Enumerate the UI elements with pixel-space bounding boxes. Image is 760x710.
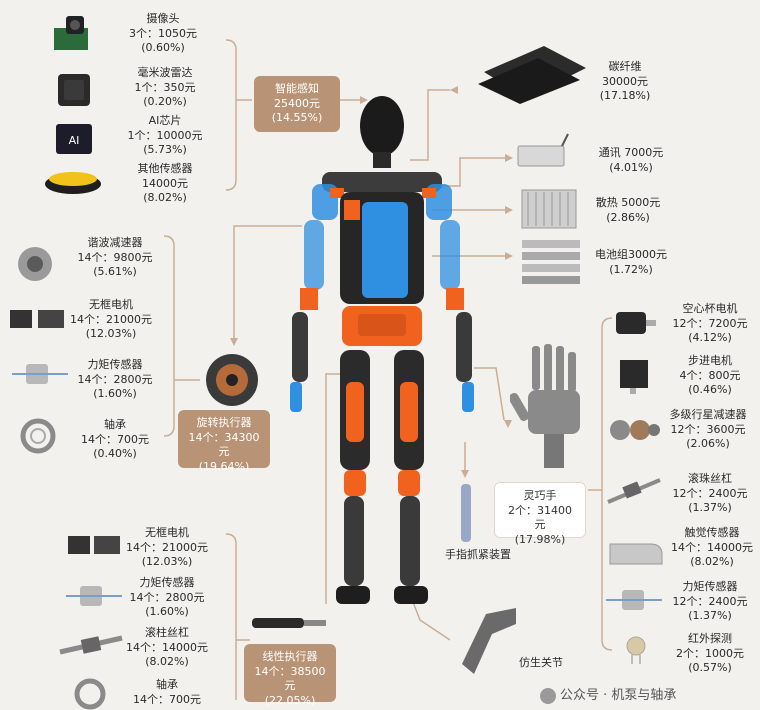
hand-item-tactile-sensor: 触觉传感器 14个：14000元 (8.02%) [671,526,753,568]
frameless-motor-icon [10,310,64,328]
linear-item-roller-screw: 滚柱丝杠 14个：14000元 (8.02%) [126,626,208,668]
body-item-battery-pack: 电池组3000元 (1.72%) [595,248,667,276]
stepper-motor-icon [620,360,648,394]
body-item-carbon-fiber: 碳纤维 30000元 (17.18%) [599,60,651,102]
hand-item-ball-screw: 滚珠丝杠 12个：2400元 (1.37%) [672,472,748,514]
bearing-icon-2 [74,678,106,710]
hub-perception: 智能感知 25400元 (14.55%) [254,76,340,132]
dexterous-hand-icon [510,344,580,468]
linear-item-frameless-motor: 无框电机 14个：21000元 (12.03%) [126,526,208,568]
linear-item-torque-sensor: 力矩传感器 14个：2800元 (1.60%) [129,576,205,618]
planetary-reducer-icon [610,420,660,440]
rotary-item-bearing: 轴承 14个：700元 (0.40%) [81,418,149,460]
radar-icon [58,74,90,106]
infrared-detector-icon [626,636,646,664]
finger-grip-icon [461,484,471,542]
ball-screw-icon [607,478,661,504]
hub-rotary-actuator: 旋转执行器 14个：34300元 (19.64%) [178,410,270,473]
coreless-motor-icon [616,312,656,334]
hub-linear-actuator: 线性执行器 14个：38500元 (22.05%) [244,644,336,707]
linear-actuator-icon [252,618,326,628]
tactile-sensor-icon [609,543,663,565]
communication-module-icon [517,133,569,167]
torque-sensor-icon [12,364,68,384]
perception-item-other-sensors: 其他传感器 14000元 (8.02%) [137,162,193,204]
rotary-item-frameless-motor: 无框电机 14个：21000元 (12.03%) [70,298,152,340]
bearing-icon [20,418,56,454]
body-item-communication: 通讯 7000元 (4.01%) [598,146,664,174]
torque-sensor-icon-2 [66,586,122,606]
torque-sensor-icon-3 [606,590,662,610]
hub-dexterous-hand: 灵巧手 2个：31400元 (17.98%) [494,482,586,546]
harmonic-reducer-icon [18,247,52,281]
hand-item-torque-sensor: 力矩传感器 12个：2400元 (1.37%) [672,580,748,622]
finger-grip-label: 手指抓紧装置 [445,548,511,561]
watermark: 公众号 · 机泵与轴承 [540,684,676,704]
carbon-fiber-icon [478,46,586,104]
perception-item-radar: 毫米波雷达 1个：350元 (0.20%) [134,66,196,108]
bionic-joint-icon [462,608,516,674]
body-item-heat-dissipation: 散热 5000元 (2.86%) [595,196,661,224]
rotary-item-harmonic-reducer: 谐波减速器 14个：9800元 (5.61%) [77,236,153,278]
hand-item-infrared-detection: 红外探测 2个：1000元 (0.57%) [676,632,744,674]
perception-item-ai-chip: AI芯片 1个：10000元 (5.73%) [127,114,203,156]
perception-item-camera: 摄像头 3个：1050元 (0.60%) [129,12,197,54]
wechat-icon [540,687,556,704]
frameless-motor-icon-2 [68,536,120,554]
battery-pack-icon [522,240,580,284]
hand-item-planetary-reducer: 多级行星减速器 12个：3600元 (2.06%) [669,408,747,450]
ai-chip-icon: AI [56,124,92,154]
humanoid-robot [290,96,474,604]
rotary-item-torque-sensor: 力矩传感器 14个：2800元 (1.60%) [77,358,153,400]
camera-icon [54,16,88,50]
heat-sink-icon [521,189,577,229]
bionic-joint-label: 仿生关节 [519,656,563,669]
hand-item-stepper-motor: 步进电机 4个：800元 (0.46%) [679,354,741,396]
sensor-icon [45,172,101,194]
linear-item-bearing: 轴承 14个：700元 [133,678,201,706]
svg-text:AI: AI [69,134,80,147]
roller-screw-icon [59,635,123,655]
rotary-actuator-icon [206,354,258,406]
hand-item-coreless-motor: 空心杯电机 12个：7200元 (4.12%) [672,302,748,344]
